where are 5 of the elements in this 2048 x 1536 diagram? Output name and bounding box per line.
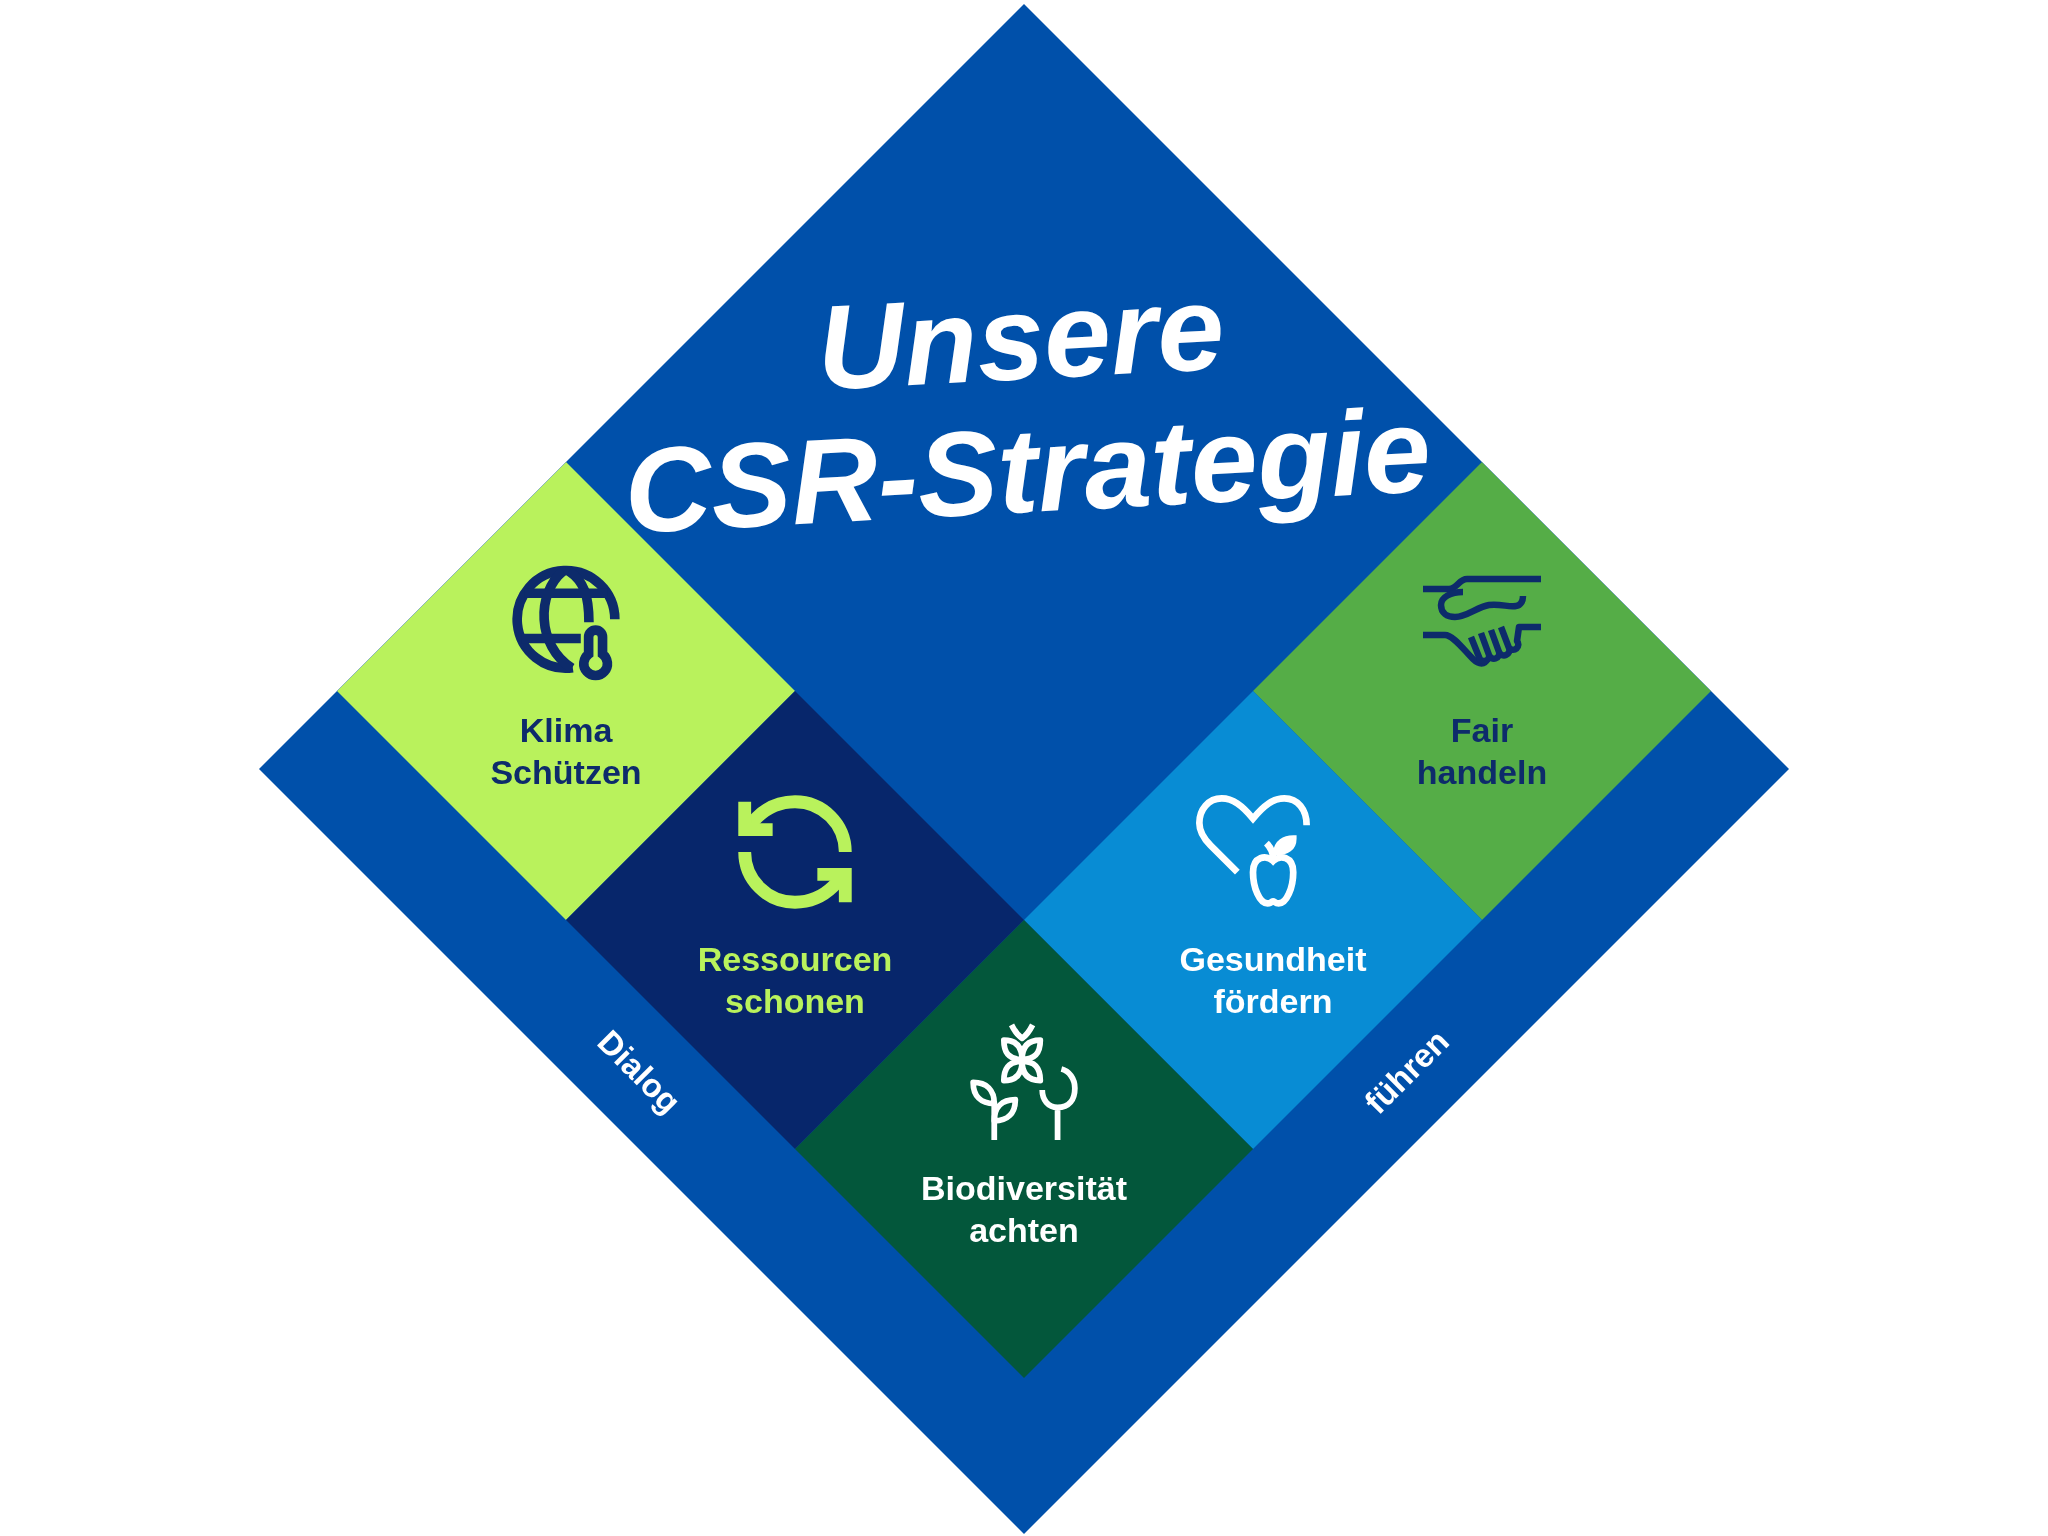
tile-label: Klima Schützen <box>490 709 642 793</box>
diagram-title: Unsere CSR-Strategie <box>620 258 1434 558</box>
tile-label: Biodiversität achten <box>921 1167 1127 1251</box>
tile-label: Ressourcen schonen <box>697 938 893 1022</box>
tile-label: Fair handeln <box>1416 709 1548 793</box>
